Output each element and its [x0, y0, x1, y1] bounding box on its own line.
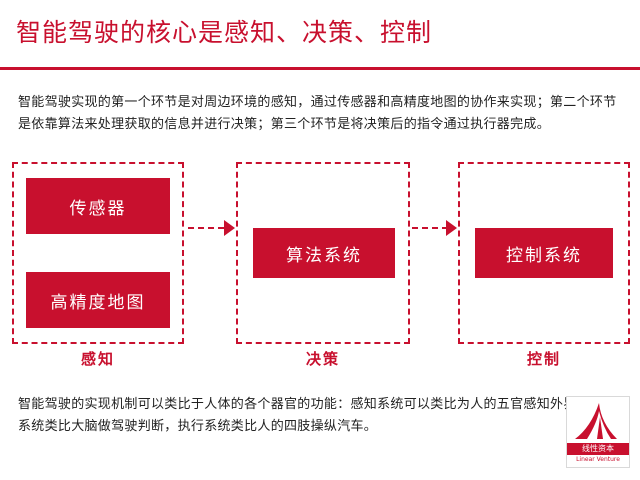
stage-perception-frame: 传感器 高精度地图: [12, 162, 184, 344]
control-system-box: 控制系统: [475, 228, 613, 278]
arrow-decision-to-control: [412, 227, 448, 229]
stage-decision-frame: 算法系统: [236, 162, 410, 344]
logo-mark-icon: [575, 403, 617, 439]
arrow-head-icon: [446, 220, 457, 236]
company-logo: 线性资本 Linear Venture: [566, 396, 630, 468]
stage-label-control: 控制: [526, 350, 561, 368]
stage-label-decision: 决策: [305, 350, 340, 368]
arrow-head-icon: [224, 220, 235, 236]
algorithm-system-box: 算法系统: [253, 228, 395, 278]
title-divider: [0, 67, 640, 70]
summary-paragraph: 智能驾驶的实现机制可以类比于人体的各个器官的功能：感知系统可以类比为人的五官感知…: [18, 397, 617, 434]
hd-map-box: 高精度地图: [26, 272, 170, 328]
stage-control-frame: 控制系统: [458, 162, 630, 344]
page-title: 智能驾驶的核心是感知、决策、控制: [16, 18, 433, 47]
logo-name-en: Linear Venture: [576, 456, 620, 463]
stage-label-perception: 感知: [80, 350, 115, 368]
sensor-box: 传感器: [26, 178, 170, 234]
arrow-perception-to-decision: [188, 227, 224, 229]
intro-paragraph: 智能驾驶实现的第一个环节是对周边环境的感知，通过传感器和高精度地图的协作来实现；…: [18, 95, 617, 132]
logo-name-cn: 线性资本: [567, 443, 629, 455]
